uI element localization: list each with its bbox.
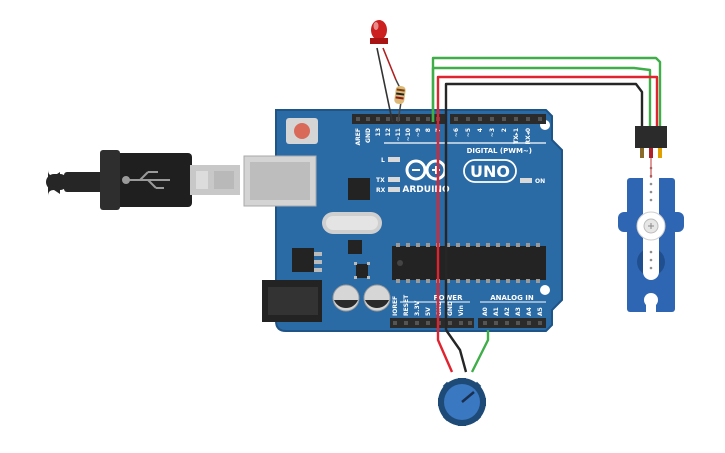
pin-label: 8	[425, 128, 432, 132]
servo-connector	[635, 126, 667, 148]
pin-label: A2	[504, 307, 511, 316]
pin-label: A4	[526, 307, 533, 316]
led-tx-label: TX	[376, 177, 385, 184]
pin-label: 12	[385, 128, 392, 136]
model-label: UNO	[470, 162, 510, 181]
led-rx-indicator	[388, 187, 400, 192]
pin-label: A3	[515, 307, 522, 316]
servo-horn-icon	[636, 160, 666, 280]
power-pin-labels: IOREF RESET 3.3V 5V GND GND Vin	[392, 294, 465, 316]
pin-label: 2	[501, 128, 508, 132]
pin-label: ~11	[395, 128, 402, 141]
pin-label: 5V	[425, 307, 432, 316]
pin-label: A5	[537, 307, 544, 316]
reset-button-cap[interactable]	[294, 123, 310, 139]
pin-label: ~9	[415, 128, 422, 137]
pin-label: IOREF	[392, 296, 399, 316]
wire-pot-a0[interactable]	[470, 330, 490, 373]
led-dome	[371, 20, 387, 40]
pin-label: GND	[365, 128, 372, 143]
pin-label: GND	[436, 301, 443, 316]
wire-power-red[interactable]	[436, 75, 659, 330]
pin-label: ~6	[453, 128, 460, 137]
pin-label: GND	[447, 301, 454, 316]
power-header-label: POWER	[434, 294, 464, 302]
pot-indicator	[461, 391, 475, 403]
usb-symbol-icon	[122, 171, 170, 189]
small-chip	[348, 240, 362, 254]
analog-header-label: ANALOG IN	[490, 294, 534, 302]
digital-header-right[interactable]	[450, 114, 546, 124]
wire-signal-green-outer[interactable]	[431, 56, 662, 130]
pin-label: AREF	[355, 128, 362, 145]
led-l-indicator	[388, 157, 400, 162]
chip-pins	[396, 243, 540, 283]
resistor[interactable]	[394, 79, 406, 123]
pin-label: TX▸1	[513, 128, 520, 144]
wire-pot-gnd[interactable]	[445, 329, 468, 373]
voltage-regulator	[292, 248, 314, 272]
atmega-microcontroller	[392, 246, 546, 280]
pin-label: A1	[493, 307, 500, 316]
usb-chip	[348, 178, 370, 200]
pin-label: ~5	[465, 128, 472, 137]
wire-pot-5v[interactable]	[436, 330, 454, 373]
digital-header-label: DIGITAL (PWM~)	[467, 147, 532, 155]
pin-label: 13	[375, 128, 382, 136]
pin-label: RESET	[403, 294, 410, 316]
led-on-indicator	[520, 178, 532, 183]
small-chip	[356, 264, 368, 278]
pin-label: ~3	[489, 128, 496, 137]
pin-label: ~10	[405, 128, 412, 141]
on-label: ON	[535, 178, 545, 185]
power-header[interactable]	[390, 318, 474, 328]
led-tx-indicator	[388, 177, 400, 182]
mounting-hole	[540, 285, 550, 295]
model-badge	[463, 159, 517, 183]
wires	[431, 56, 662, 373]
pin-label: A0	[482, 307, 489, 316]
led-l-label: L	[381, 157, 385, 164]
analog-pin-labels: A0 A1 A2 A3 A4 A5	[482, 307, 544, 316]
led-rx-label: RX	[376, 187, 386, 194]
usb-cable[interactable]	[46, 150, 240, 210]
micro-servo[interactable]	[618, 126, 684, 314]
red-led[interactable]	[370, 20, 397, 121]
brand-label: ARDUINO	[402, 185, 450, 195]
potentiometer[interactable]	[438, 378, 486, 426]
pin-label: Vin	[458, 305, 465, 316]
pin-label: RX◂0	[525, 128, 532, 144]
wire-ground-black[interactable]	[444, 82, 644, 330]
analog-header[interactable]	[478, 318, 546, 328]
pin-label: 4	[477, 128, 484, 132]
pin-label: 3.3V	[414, 300, 421, 316]
